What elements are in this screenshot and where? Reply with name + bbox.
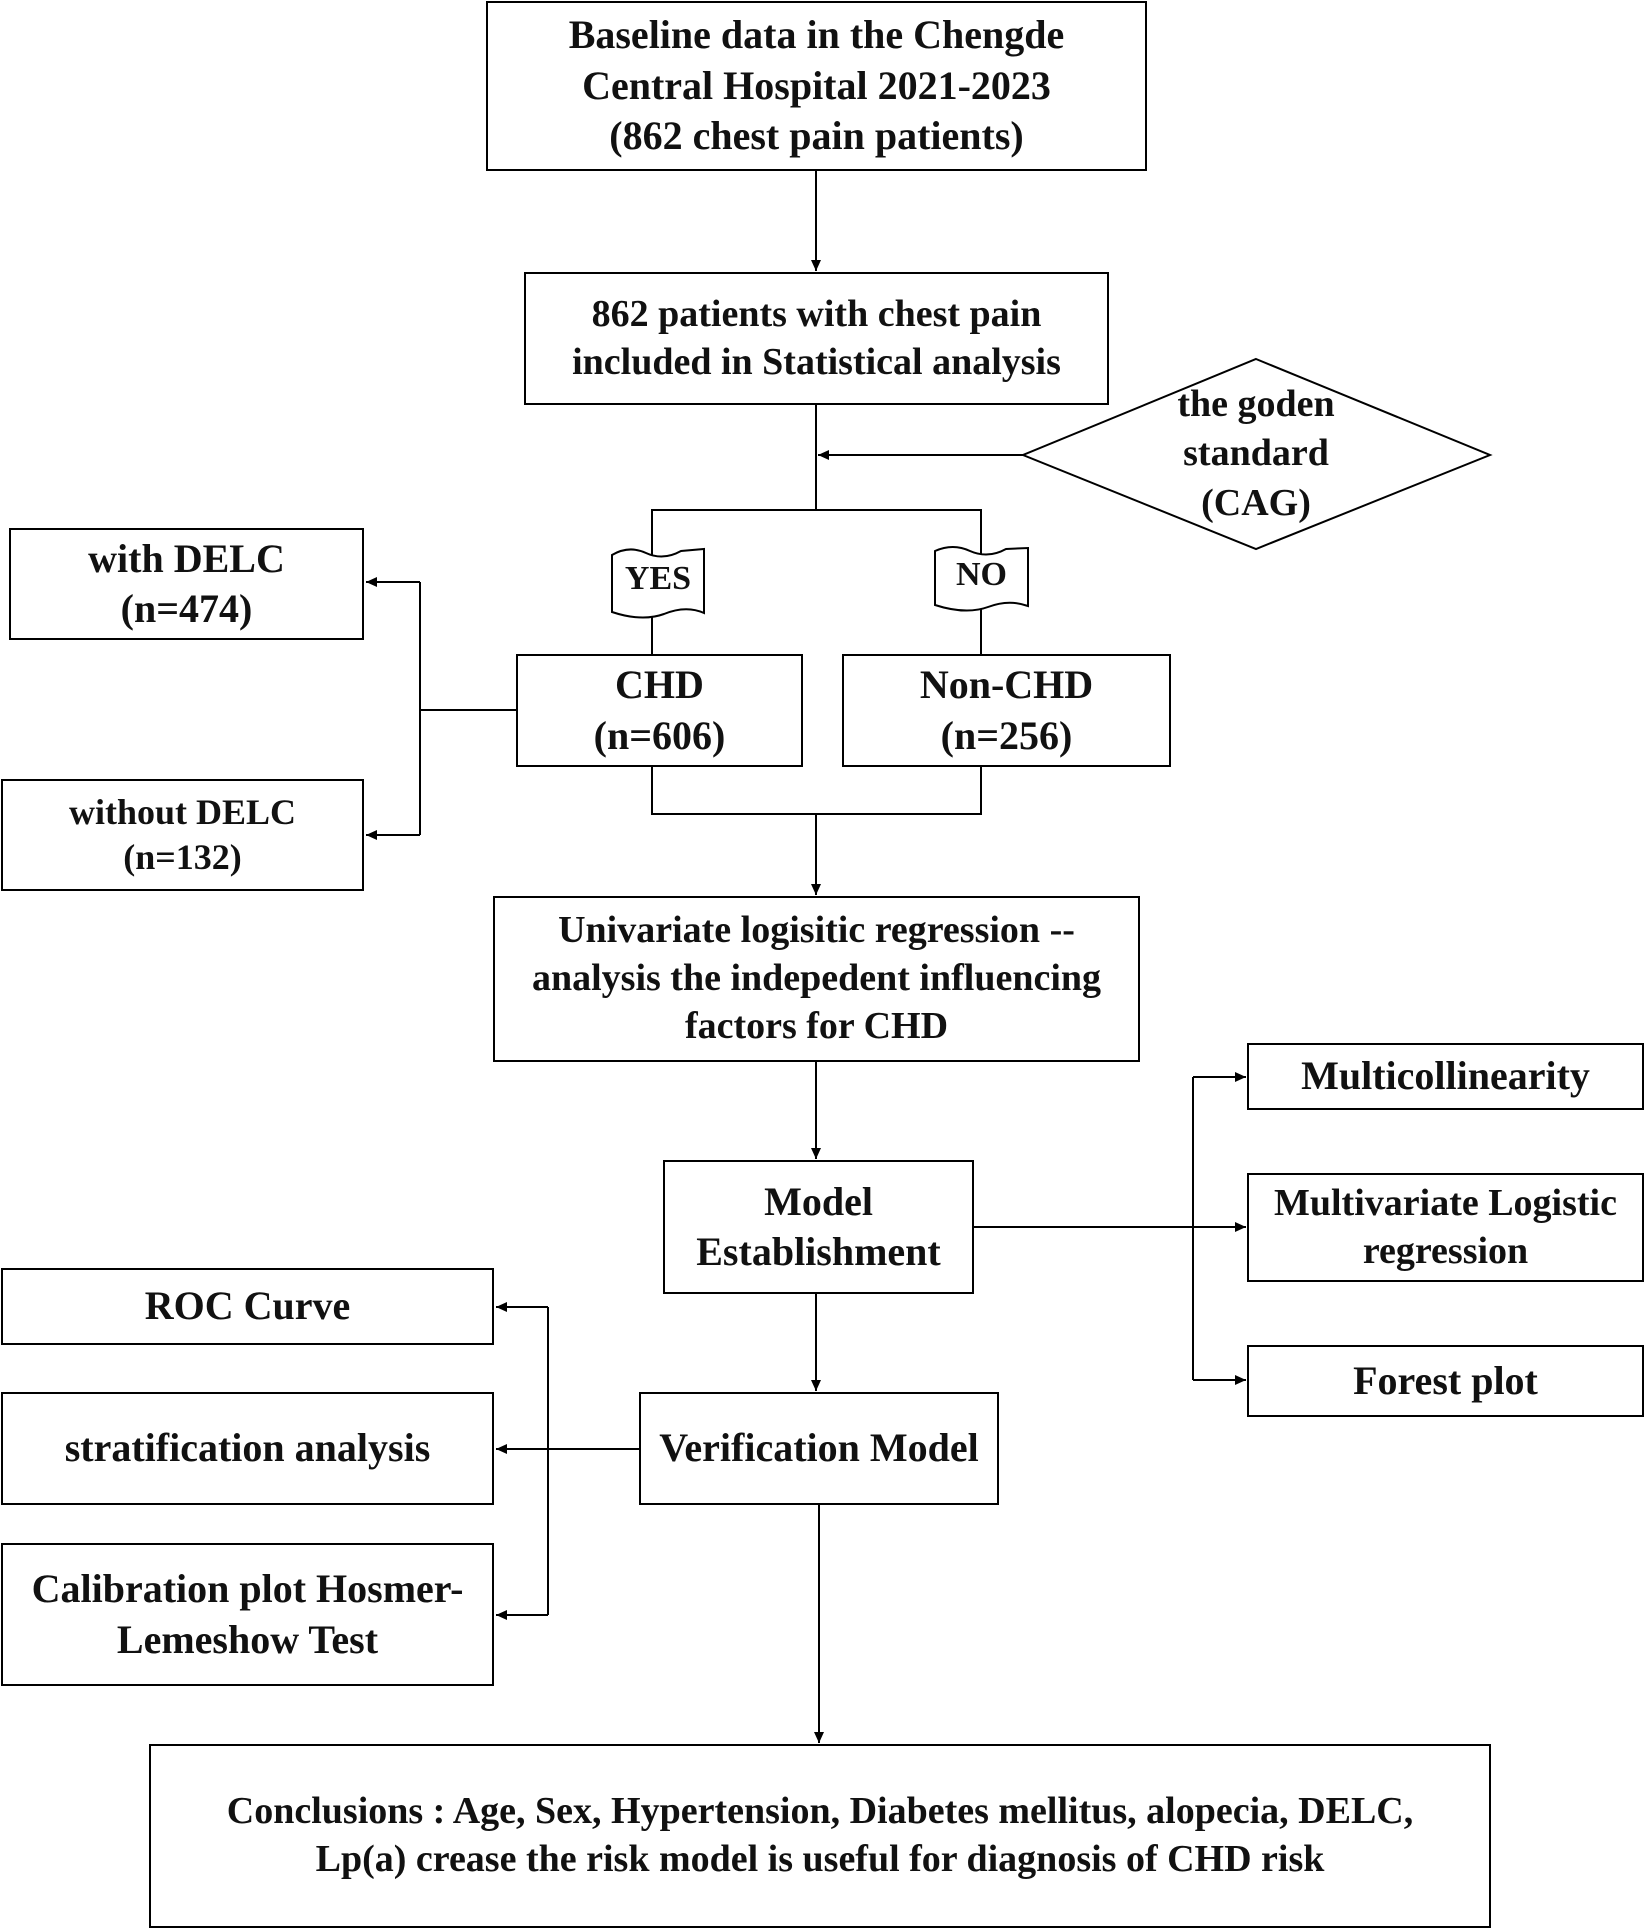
included-line-1: 862 patients with chest pain <box>591 292 1042 335</box>
non-chd-box: Non-CHD (n=256) <box>842 654 1171 767</box>
univariate-line-3: factors for CHD <box>684 1004 949 1047</box>
model-establishment-box: Model Establishment <box>663 1160 974 1294</box>
baseline-line-2: Central Hospital 2021-2023 <box>582 62 1051 108</box>
gold-standard-line-2: standard <box>1183 432 1329 475</box>
conclusions-line-2: Lp(a) crease the risk model is useful fo… <box>315 1838 1325 1880</box>
non-chd-line-2: (n=256) <box>940 712 1073 758</box>
calibration-line-1: Calibration plot Hosmer- <box>31 1566 464 1612</box>
forest-plot-line-1: Forest plot <box>1353 1357 1538 1403</box>
gold-standard-label: the goden standard (CAG) <box>1136 380 1376 528</box>
with-delc-line-2: (n=474) <box>120 586 253 631</box>
multicollinearity-line-1: Multicollinearity <box>1301 1053 1590 1099</box>
stratification-line-1: stratification analysis <box>64 1425 431 1471</box>
no-label: NO <box>956 556 1007 593</box>
univariate-line-2: analysis the indepedent influencing <box>531 957 1102 1000</box>
baseline-line-3: (862 chest pain patients) <box>609 113 1024 159</box>
multivariate-line-2: regression <box>1362 1229 1529 1272</box>
baseline-data-box: Baseline data in the Chengde Central Hos… <box>486 1 1147 171</box>
calibration-line-2: Lemeshow Test <box>116 1616 379 1662</box>
univariate-box: Univariate logisitic regression -- analy… <box>493 896 1140 1062</box>
without-delc-box: without DELC (n=132) <box>1 779 364 891</box>
included-patients-box: 862 patients with chest pain included in… <box>524 272 1109 405</box>
conclusions-box: Conclusions : Age, Sex, Hypertension, Di… <box>149 1744 1491 1928</box>
no-flag-shape <box>934 546 1029 612</box>
without-delc-line-2: (n=132) <box>123 837 242 877</box>
multivariate-box: Multivariate Logistic regression <box>1247 1173 1644 1282</box>
included-line-2: included in Statistical analysis <box>572 340 1061 383</box>
gold-standard-line-1: the goden <box>1177 383 1335 425</box>
univariate-line-1: Univariate logisitic regression -- <box>558 909 1075 952</box>
stratification-box: stratification analysis <box>1 1392 494 1505</box>
forest-plot-box: Forest plot <box>1247 1345 1644 1417</box>
yes-label: YES <box>624 560 692 597</box>
non-chd-line-1: Non-CHD <box>919 662 1094 708</box>
multivariate-line-1: Multivariate Logistic <box>1274 1181 1617 1224</box>
roc-curve-box: ROC Curve <box>1 1268 494 1345</box>
line-merge <box>651 767 982 815</box>
verification-line-1: Verification Model <box>659 1425 979 1471</box>
conclusions-line-1: Conclusions : Age, Sex, Hypertension, Di… <box>226 1790 1414 1833</box>
chd-line-2: (n=606) <box>593 712 726 758</box>
without-delc-line-1: without DELC <box>68 791 297 832</box>
model-line-1: Model <box>764 1178 873 1224</box>
calibration-box: Calibration plot Hosmer- Lemeshow Test <box>1 1543 494 1686</box>
with-delc-box: with DELC (n=474) <box>9 528 364 640</box>
chd-box: CHD (n=606) <box>516 654 803 767</box>
roc-line-1: ROC Curve <box>144 1283 351 1329</box>
baseline-line-1: Baseline data in the Chengde <box>568 12 1065 58</box>
multicollinearity-box: Multicollinearity <box>1247 1043 1644 1110</box>
verification-model-box: Verification Model <box>639 1392 999 1505</box>
yes-flag-shape <box>611 547 705 619</box>
model-line-2: Establishment <box>696 1229 941 1274</box>
gold-standard-diamond <box>1020 357 1493 551</box>
with-delc-line-1: with DELC <box>88 535 285 581</box>
gold-standard-line-3: (CAG) <box>1201 481 1311 524</box>
chd-line-1: CHD <box>615 662 704 708</box>
